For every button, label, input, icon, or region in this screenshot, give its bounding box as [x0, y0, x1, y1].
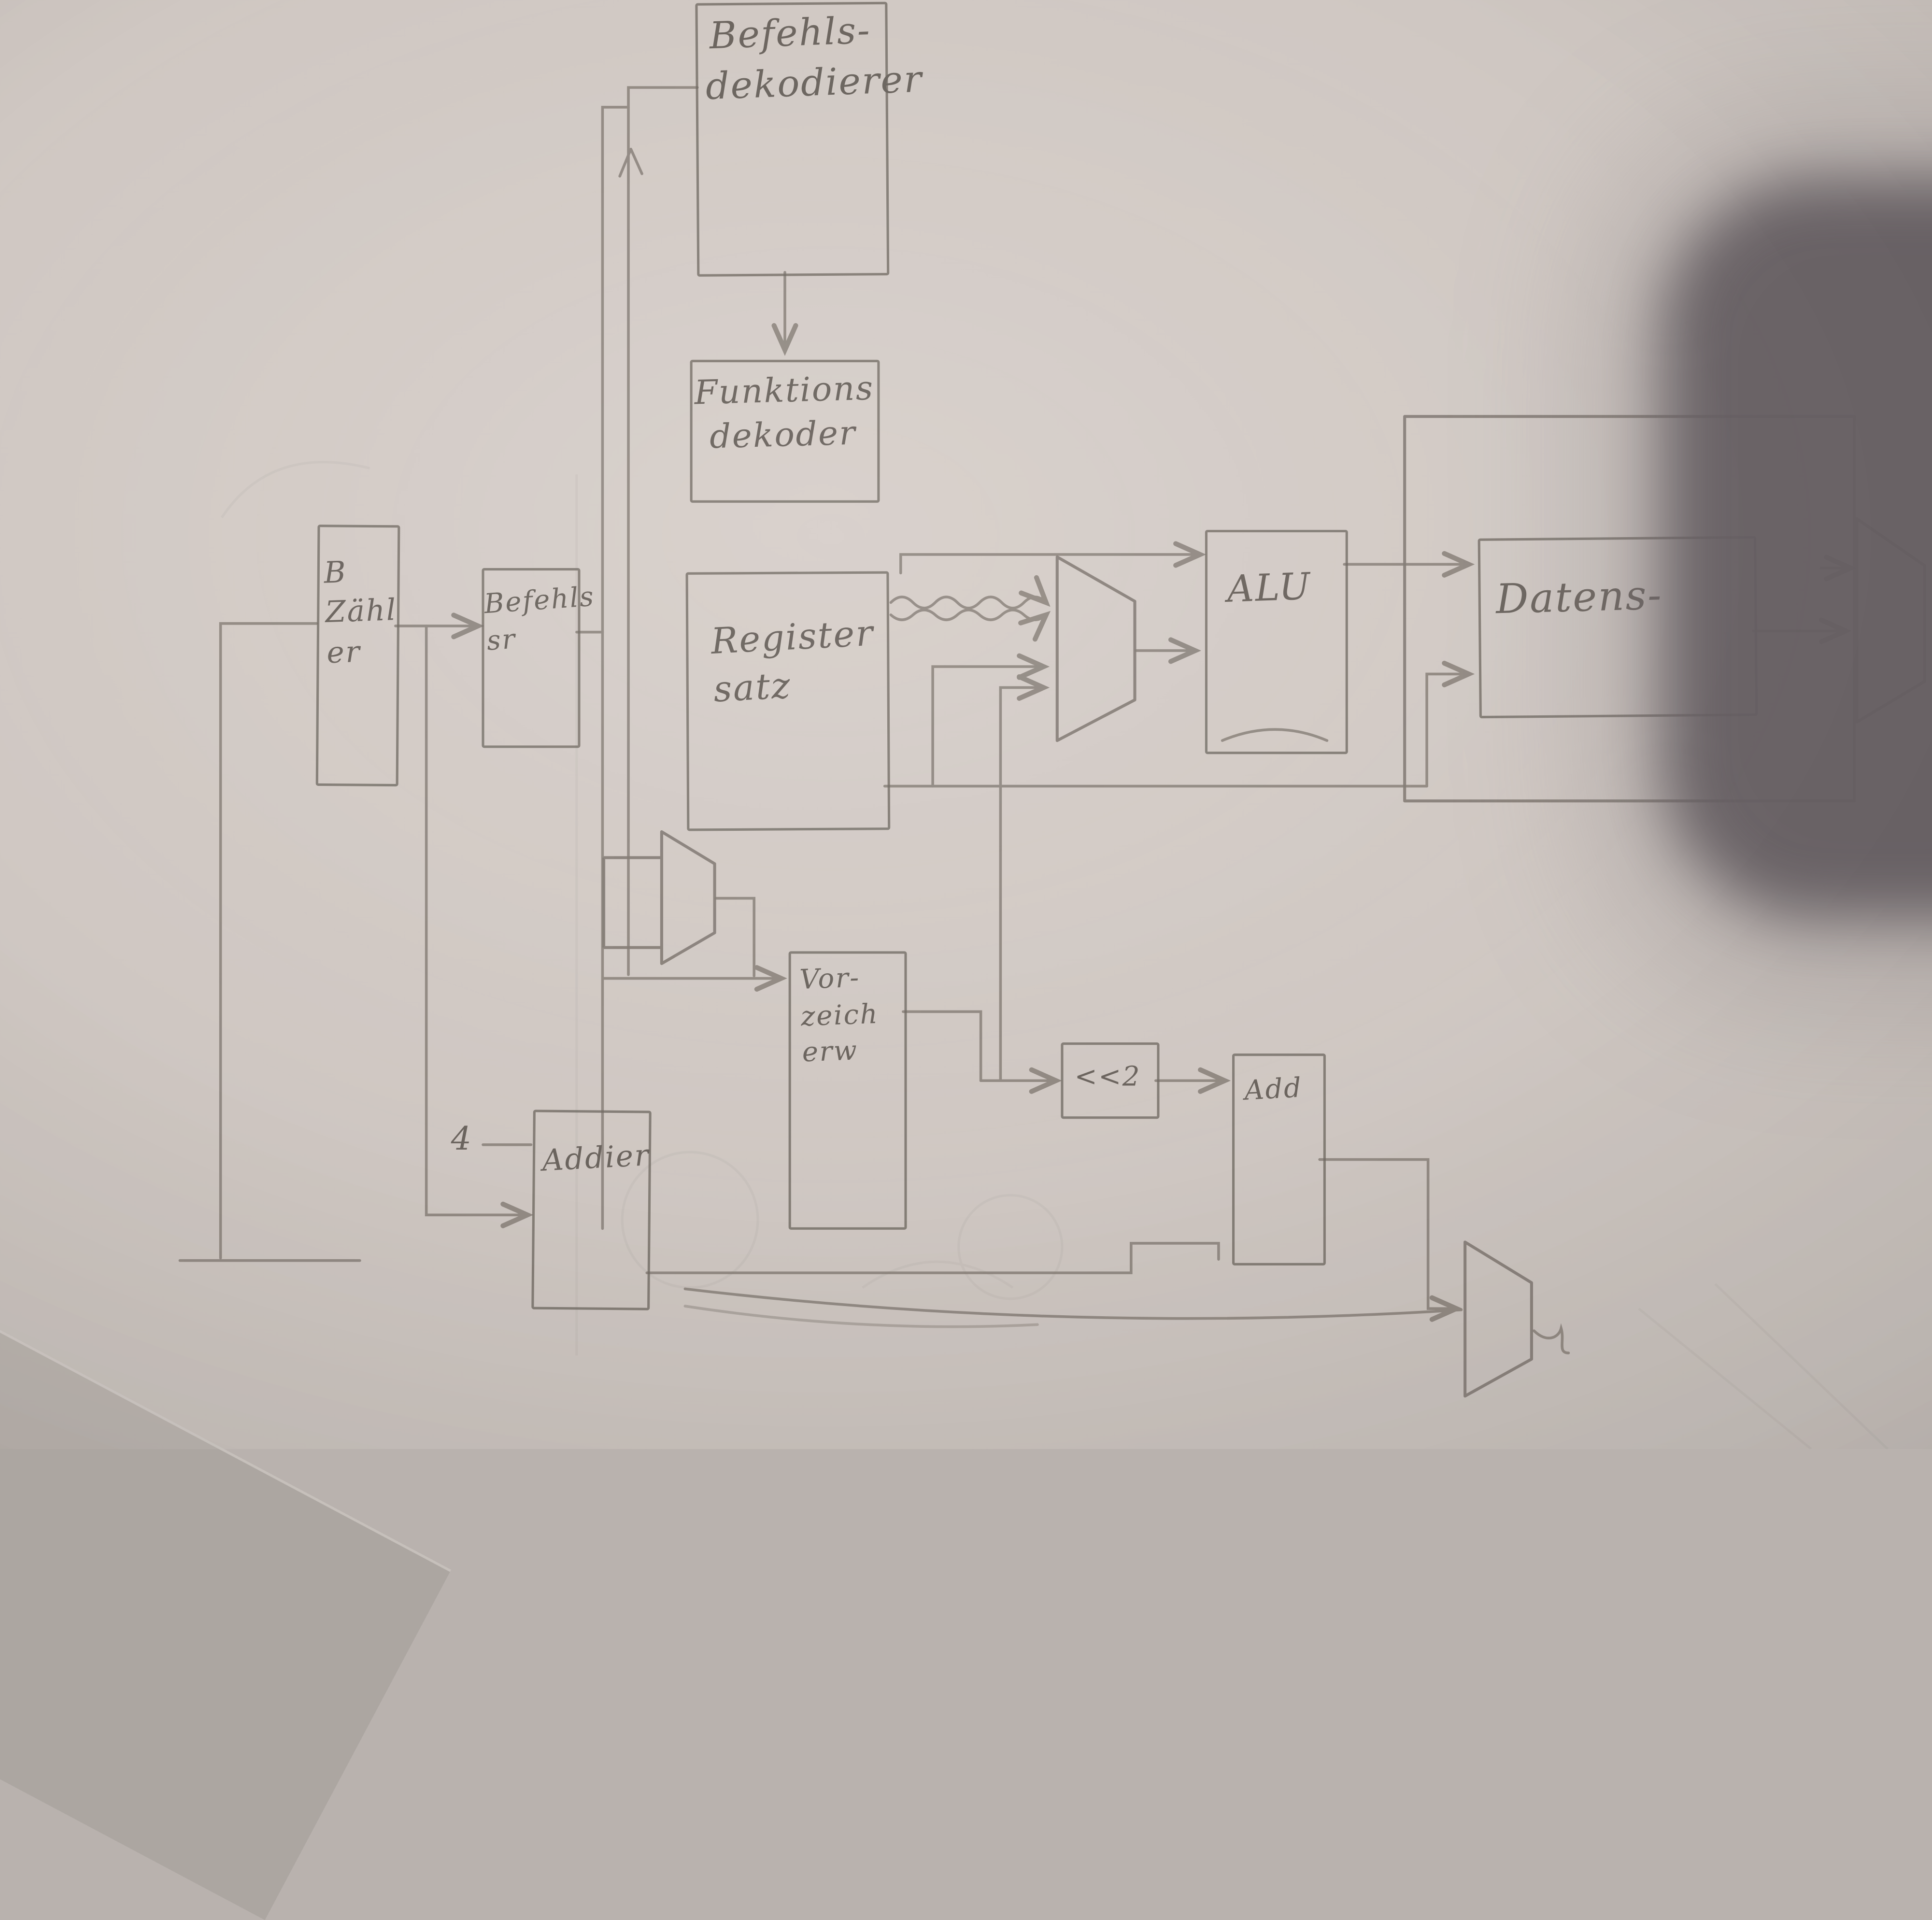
wire-branch-to-addierer	[425, 625, 534, 1228]
node-alu	[1205, 529, 1348, 754]
label-line: satz	[712, 664, 793, 711]
label-registersatz: Register satz	[710, 610, 875, 714]
mux-bottom	[1463, 1240, 1533, 1398]
label-addierer-pc: Addier	[541, 1136, 651, 1181]
label-line: Vor-	[799, 963, 861, 996]
label-konstante-4: 4	[451, 1119, 488, 1162]
wire-bus-to-datenspeicher-lower	[1425, 660, 1475, 788]
sketch-lines-layer	[178, 86, 1926, 1449]
label-line: <<2	[1074, 1062, 1141, 1093]
wire-registerout-squiggle-2	[889, 608, 1051, 642]
label-addierer-rechts: Add	[1244, 1070, 1317, 1110]
label-line: erw	[801, 1036, 859, 1069]
alu-bottom-arc	[1221, 728, 1329, 742]
mux-left-small	[660, 830, 716, 965]
node-shift-left-2	[1061, 1042, 1160, 1119]
arrowhead-up-on-feedback	[618, 147, 643, 178]
label-befehlsdekodierer: Befehls- dekodierer	[703, 7, 923, 113]
label-line: sr	[485, 624, 517, 657]
bottom-mux-output-squiggle	[1533, 1323, 1570, 1354]
label-line: ALU	[1226, 565, 1312, 612]
label-line: zeich	[800, 999, 880, 1033]
label-vorzeichenerweiterung: Vor- zeich erw	[799, 959, 901, 1072]
node-funktionsdekoder	[690, 359, 880, 503]
label-funktionsdekoder: Funktions dekoder	[694, 368, 875, 462]
wire-addierer-out	[645, 1242, 1220, 1275]
wire-add-to-bottom-mux	[1318, 1158, 1463, 1322]
mux-left-bracket	[602, 856, 662, 949]
faint-ghost-sketch	[221, 461, 1889, 1449]
wire-left-feedback-outer	[627, 86, 699, 976]
label-line: dekodierer	[705, 57, 923, 109]
label-line: Zähl	[325, 593, 398, 630]
wire-bottom-long-arc	[683, 1287, 1463, 1320]
node-vorzeichenerweiterung	[788, 951, 907, 1230]
wire-registerout-squiggle-1	[889, 575, 1051, 610]
node-addierer-rechts	[1232, 1053, 1326, 1266]
wire-vorzeichen-route	[902, 1010, 982, 1082]
node-befehlsregister	[482, 568, 581, 748]
wire-left-feedback-inner	[601, 106, 630, 1230]
label-befehlsregister: Befehls sr	[483, 581, 596, 660]
label-line: Befehls-	[709, 9, 872, 58]
label-line: er	[326, 634, 362, 670]
camera-shadow	[1663, 180, 1932, 917]
wire-small-mux-out	[714, 896, 756, 978]
label-line: Addier	[541, 1138, 651, 1178]
label-line: Add	[1243, 1073, 1304, 1108]
label-line: Befehls	[483, 582, 596, 621]
label-line: Register	[710, 612, 875, 662]
mux-main	[1055, 555, 1136, 742]
label-shift-left-2: <<2	[1065, 1060, 1151, 1096]
label-line: 4	[451, 1121, 473, 1158]
label-line: dekoder	[709, 415, 857, 457]
wire-bottom-short-arc	[683, 1305, 1039, 1328]
wire-registerout2-to-mux	[931, 653, 1050, 788]
wire-immediate-to-mux	[999, 674, 1050, 1082]
label-alu: ALU	[1226, 563, 1327, 616]
wire-pc-loop-left	[219, 622, 318, 1260]
wire-registersatz-top-bypass	[899, 541, 1207, 575]
label-befehlszaehler: B Zähl er	[323, 551, 398, 673]
label-line: B	[323, 555, 348, 590]
label-line: Funktions	[694, 370, 875, 413]
